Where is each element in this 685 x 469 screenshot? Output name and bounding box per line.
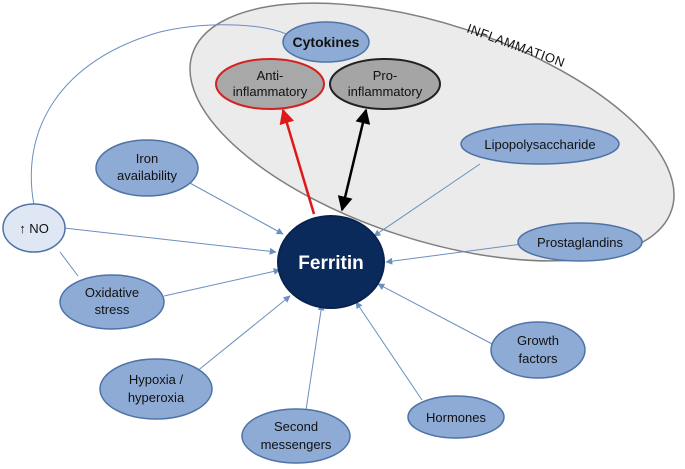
iron-availability-node: Iron availability — [95, 139, 199, 197]
oxidative-arrow — [163, 267, 281, 297]
svg-text:Lipopolysaccharide: Lipopolysaccharide — [484, 137, 595, 152]
lipopolysaccharide-node: Lipopolysaccharide — [460, 123, 620, 165]
growth-factors-node: Growth factors — [490, 321, 586, 379]
ferritin-node: Ferritin — [277, 215, 385, 309]
svg-text:Pro-: Pro- — [373, 68, 398, 83]
ferritin-pro-double-arrow — [337, 108, 371, 212]
oxidative-stress-node: Oxidative stress — [59, 274, 165, 330]
svg-text:Cytokines: Cytokines — [293, 34, 360, 50]
no-to-cytokines-connector — [30, 24, 291, 206]
second-messengers-node: Second messengers — [241, 408, 351, 464]
svg-text:Oxidative: Oxidative — [85, 285, 139, 300]
ferritin-to-anti-arrow — [279, 108, 316, 215]
prostaglandins-arrow — [385, 243, 523, 265]
iron-arrow — [187, 181, 284, 235]
svg-text:inflammatory: inflammatory — [348, 84, 423, 99]
svg-text:stress: stress — [95, 302, 130, 317]
svg-text:Prostaglandins: Prostaglandins — [537, 235, 623, 250]
svg-text:Hypoxia /: Hypoxia / — [129, 372, 184, 387]
hormones-node: Hormones — [407, 395, 505, 439]
nitric-oxide-node: ↑ NO — [2, 203, 66, 253]
svg-text:Anti-: Anti- — [257, 68, 284, 83]
lipopolysaccharide-arrow — [373, 163, 481, 237]
svg-text:Second: Second — [274, 419, 318, 434]
svg-text:hyperoxia: hyperoxia — [128, 390, 185, 405]
svg-text:messengers: messengers — [261, 437, 332, 452]
svg-text:availability: availability — [117, 168, 177, 183]
svg-text:↑ NO: ↑ NO — [19, 221, 49, 236]
anti-inflammatory-node: Anti- inflammatory — [215, 58, 325, 110]
pro-inflammatory-node: Pro- inflammatory — [329, 58, 441, 110]
hypoxia-arrow — [195, 295, 291, 373]
svg-text:Growth: Growth — [517, 333, 559, 348]
no-arrow — [63, 227, 277, 255]
hypoxia-hyperoxia-node: Hypoxia / hyperoxia — [99, 358, 213, 420]
svg-text:factors: factors — [518, 351, 558, 366]
hormones-arrow — [355, 301, 423, 401]
svg-text:Hormones: Hormones — [426, 410, 486, 425]
inflammation-region — [189, 2, 675, 262]
svg-text:Iron: Iron — [136, 151, 158, 166]
svg-text:inflammatory: inflammatory — [233, 84, 308, 99]
second-messengers-arrow — [305, 303, 325, 411]
growth-factors-arrow — [377, 283, 497, 347]
cytokines-node: Cytokines — [282, 21, 370, 63]
svg-text:Ferritin: Ferritin — [298, 253, 363, 274]
prostaglandins-node: Prostaglandins — [517, 222, 643, 262]
no-to-oxidative-connector — [59, 251, 79, 277]
